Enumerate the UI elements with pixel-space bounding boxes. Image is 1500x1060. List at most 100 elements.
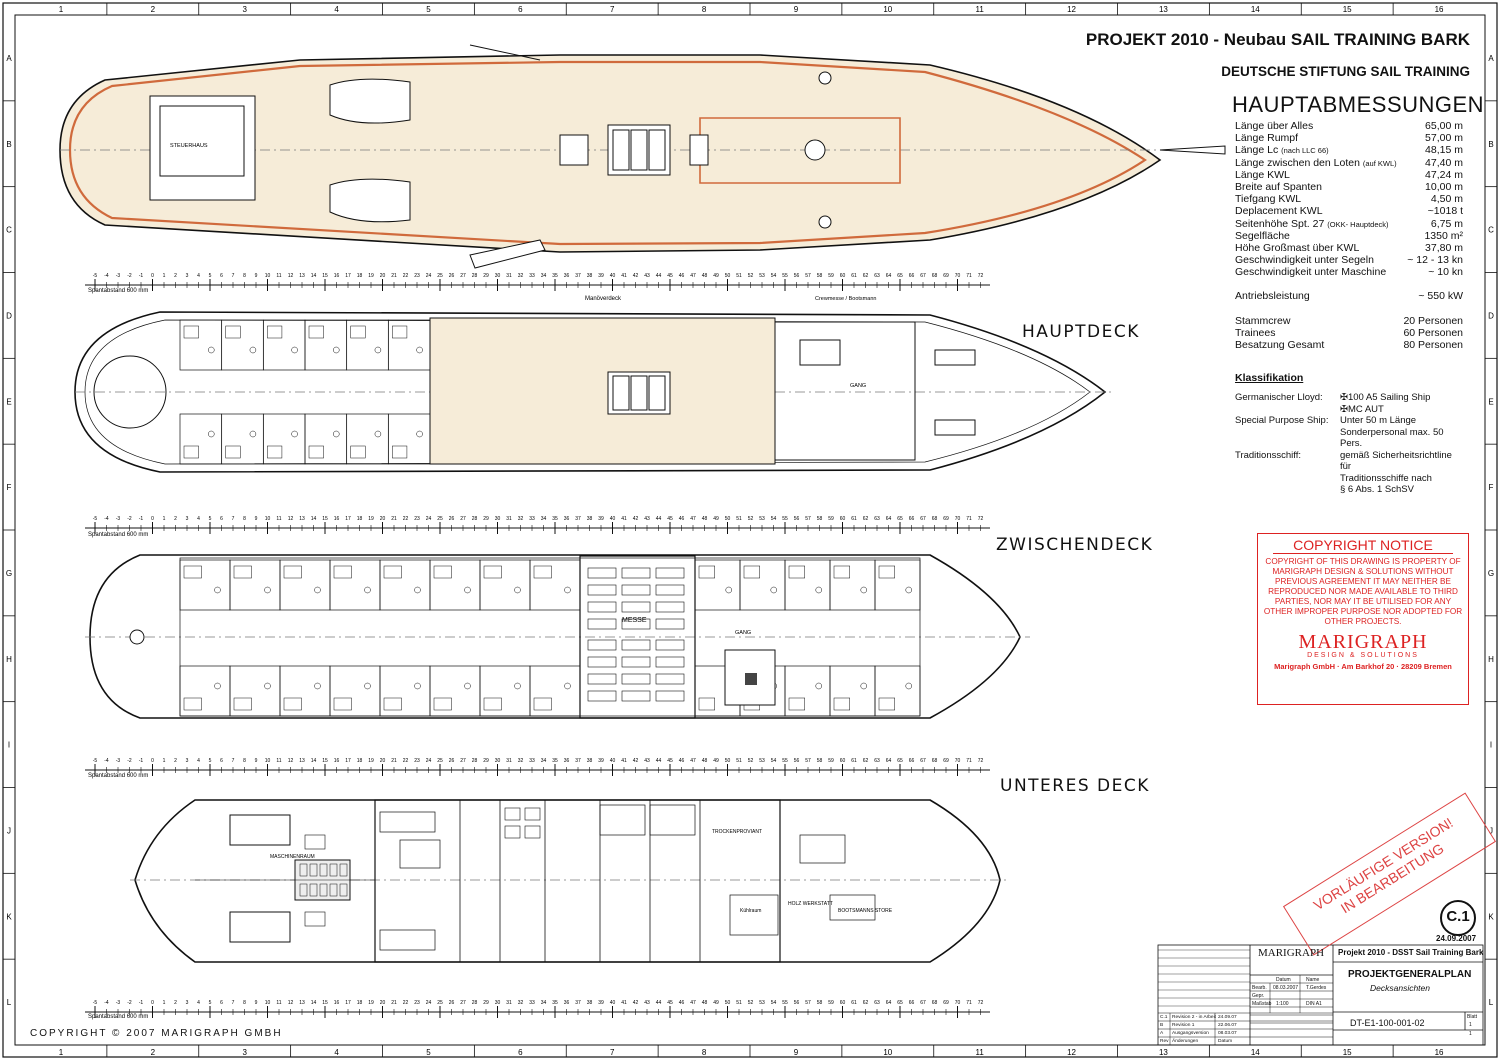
tb-bl-total: 1 [1469,1031,1472,1037]
tb-scale: 1:100 [1276,1001,1289,1007]
grid-number-bottom: 1 [59,1048,64,1057]
svg-text:25: 25 [437,758,443,764]
svg-text:40: 40 [610,516,616,522]
svg-text:33: 33 [529,516,535,522]
svg-text:6: 6 [220,516,223,522]
dimension-value: ~1018 t [1427,205,1463,218]
svg-text:-3: -3 [116,758,121,764]
svg-text:9: 9 [255,758,258,764]
grid-letter-left: F [7,483,12,492]
svg-text:26: 26 [449,1000,455,1006]
grid-letter-left: H [6,655,12,664]
svg-text:56: 56 [794,1000,800,1006]
copyright-text: COPYRIGHT OF THIS DRAWING IS PROPERTY OF… [1263,557,1463,626]
grid-number-bottom: 12 [1067,1048,1076,1057]
svg-text:27: 27 [460,273,466,279]
svg-text:55: 55 [782,273,788,279]
svg-text:11: 11 [276,516,281,522]
revision-text: Änderungen [1172,1039,1199,1044]
grid-letter-right: E [1488,397,1493,406]
svg-text:19: 19 [368,273,374,279]
svg-text:63: 63 [874,516,880,522]
svg-text:13: 13 [299,516,305,522]
svg-text:-5: -5 [93,1000,98,1006]
maschinenraum-label: MASCHINENRAUM [270,854,315,860]
svg-text:-1: -1 [139,1000,144,1006]
svg-text:49: 49 [713,1000,719,1006]
svg-text:24: 24 [426,758,432,764]
svg-text:31: 31 [506,758,512,764]
tb-massstab: Maßstab [1252,1001,1272,1007]
svg-text:65: 65 [897,758,903,764]
svg-text:39: 39 [598,273,604,279]
svg-text:-5: -5 [93,273,98,279]
svg-text:30: 30 [495,273,501,279]
dimension-row: Länge Rumpf 57,00 m [1235,132,1463,144]
svg-text:52: 52 [748,758,754,764]
svg-text:57: 57 [805,516,811,522]
grid-letter-left: K [6,912,12,921]
svg-text:54: 54 [771,516,777,522]
svg-text:21: 21 [391,1000,397,1006]
zwischendeck-hull [89,554,1021,719]
svg-text:12: 12 [288,516,294,522]
svg-text:8: 8 [243,273,246,279]
svg-text:29: 29 [483,273,489,279]
svg-text:66: 66 [909,273,915,279]
svg-text:-1: -1 [139,516,144,522]
svg-text:10: 10 [265,1000,271,1006]
classification-table: Germanischer Lloyd:✠100 A5 Sailing Ship✠… [1235,392,1465,496]
svg-text:61: 61 [851,516,857,522]
svg-text:-5: -5 [93,758,98,764]
svg-text:-2: -2 [127,1000,132,1006]
unteres-deck-compartments [195,800,876,962]
svg-text:18: 18 [357,273,363,279]
svg-text:58: 58 [817,1000,823,1006]
svg-text:36: 36 [564,516,570,522]
svg-text:47: 47 [690,516,696,522]
svg-text:22: 22 [403,516,409,522]
svg-text:64: 64 [886,273,892,279]
grid-number-top: 13 [1159,5,1168,14]
svg-text:5: 5 [209,273,212,279]
svg-text:71: 71 [966,273,972,279]
svg-text:50: 50 [725,516,731,522]
svg-text:54: 54 [771,1000,777,1006]
power-label: Antriebsleistung [1235,290,1310,303]
svg-text:-3: -3 [116,1000,121,1006]
svg-text:2: 2 [174,1000,177,1006]
grid-number-bottom: 14 [1251,1048,1260,1057]
svg-text:61: 61 [851,273,857,279]
svg-text:62: 62 [863,273,869,279]
skylight-hauptdeck [607,371,671,415]
svg-text:30: 30 [495,1000,501,1006]
svg-text:-1: -1 [139,273,144,279]
svg-text:28: 28 [472,516,478,522]
svg-text:42: 42 [633,273,639,279]
svg-text:25: 25 [437,273,443,279]
svg-text:18: 18 [357,516,363,522]
svg-text:37: 37 [575,758,581,764]
svg-text:7: 7 [232,758,235,764]
dimension-row: Deplacement KWL ~1018 t [1235,205,1463,217]
grid-number-top: 12 [1067,5,1076,14]
messe-area [579,555,696,719]
svg-text:53: 53 [759,1000,765,1006]
svg-text:16: 16 [334,1000,340,1006]
wheelhouse [159,105,245,177]
tb-format: DIN A1 [1306,1001,1322,1007]
svg-text:68: 68 [932,273,938,279]
svg-text:68: 68 [932,1000,938,1006]
tb-name-head: Name [1306,977,1320,983]
svg-text:27: 27 [460,1000,466,1006]
svg-text:46: 46 [679,758,685,764]
grid-number-bottom: 8 [702,1048,707,1057]
dimension-row: Geschwindigkeit unter Maschine ~ 10 kn [1235,266,1463,278]
crew-label: Stammcrew [1235,314,1291,327]
svg-text:23: 23 [414,516,420,522]
svg-text:49: 49 [713,516,719,522]
tb-plan: PROJEKTGENERALPLAN [1348,969,1472,980]
grid-number-bottom: 15 [1343,1048,1352,1057]
